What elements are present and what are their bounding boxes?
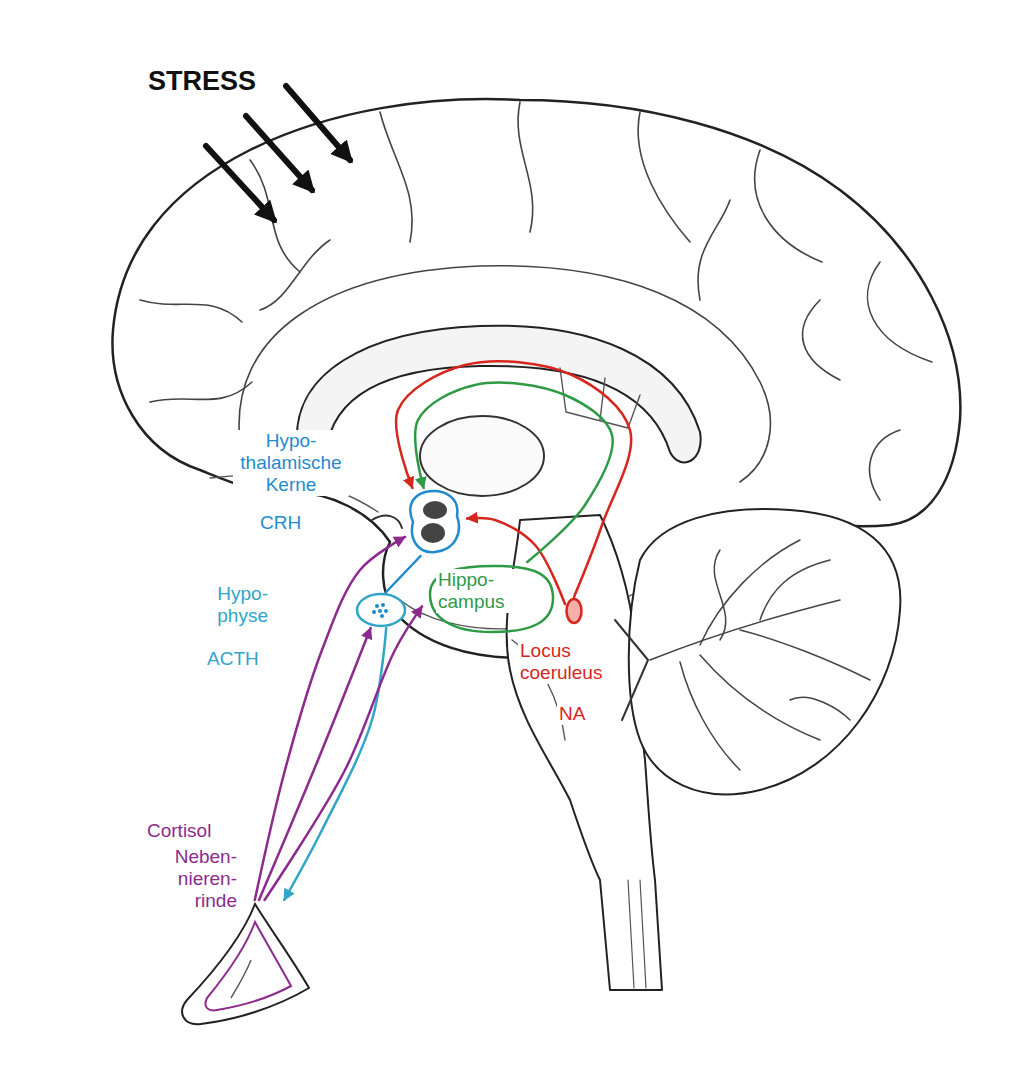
hormone-label: Cortisol [145, 820, 229, 842]
adrenal-gland: CortisolNeben- nieren- rinde [175, 900, 315, 1032]
cortisol-feedback [255, 537, 405, 900]
cortisol-feedback [265, 606, 422, 900]
hormone-label: ACTH [205, 648, 271, 670]
stress-arrows [206, 86, 350, 220]
hormone-label: CRH [258, 512, 322, 534]
hippocampus-region: Hippo- campus [422, 562, 557, 636]
spinal-canal [628, 880, 646, 988]
locus-coeruleus-outline [565, 597, 583, 625]
structure-label: Hippo- campus [436, 569, 520, 613]
cortisol-feedback [259, 628, 371, 900]
structure-label: Locus coeruleus [518, 640, 622, 684]
acth-pathway [284, 628, 386, 900]
cerebellum [629, 509, 901, 794]
pituitary-gland-outline [355, 592, 407, 628]
adrenal-gland-outline [175, 900, 315, 1032]
arbor-vitae [650, 540, 870, 770]
structure-label: Neben- nieren- rinde [163, 846, 239, 912]
hippocampal-projection [415, 383, 613, 562]
gyri-lines [140, 102, 932, 500]
pituitary-gland: Hypo- physeACTH [355, 592, 407, 628]
thalamus [420, 416, 544, 496]
noradrenergic-projection [396, 361, 631, 597]
hypothalamus-region: Hypo- thalamische KerneCRH [405, 488, 467, 556]
transmitter-label: NA [557, 703, 601, 725]
locus-coeruleus: Locus coeruleusNA [565, 597, 583, 625]
hypothalamus-region-outline [405, 488, 467, 556]
crh-pathway [386, 556, 420, 592]
structure-label: Hypo- physe [196, 583, 270, 627]
structure-label: Hypo- thalamische Kerne [233, 430, 349, 496]
optic-chiasm [372, 516, 402, 528]
stress-heading: STRESS [146, 66, 258, 97]
